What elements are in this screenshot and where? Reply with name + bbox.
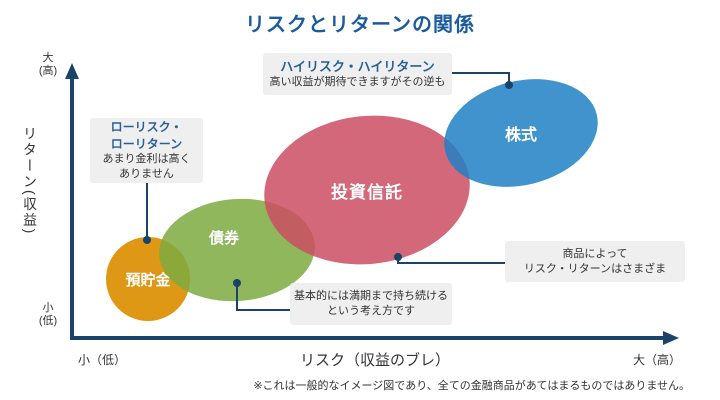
bubble-bonds-label: 債券 (208, 229, 240, 247)
callout-low-risk-body-line1: あまり金利は高く (102, 152, 191, 165)
callout-low-risk-heading-line1: ローリスク・ (110, 120, 183, 135)
callout-varies-by-product: 商品によって リスク・リターンはさまざま (505, 241, 685, 282)
callout-hold-line1: 基本的には満期まで持ち続ける (294, 290, 448, 303)
y-axis (65, 63, 79, 340)
callout-low-risk-body-line2: ありません (119, 167, 174, 180)
bubble-investment-trusts-label: 投資信託 (331, 182, 403, 202)
callout-hold-to-maturity: 基本的には満期まで持ち続ける という考え方です (290, 283, 452, 325)
callout-varies-line2: リスク・リターンはさまざま (523, 262, 667, 275)
bubble-deposits-label: 預貯金 (125, 271, 171, 289)
callout-low-risk-low-return: ローリスク・ ローリターン あまり金利は高く ありません (90, 118, 203, 183)
callout-high-risk-body: 高い収益が期待できますがその逆も (269, 76, 446, 89)
callout-low-risk-heading-line2: ローリターン (110, 136, 183, 151)
callout-varies-line1: 商品によって (562, 247, 628, 260)
bubble-stocks-label: 株式 (504, 127, 538, 145)
y-axis-high-label: 大 (高) (38, 52, 58, 78)
x-axis (70, 331, 679, 345)
callout-hold-line2: という考え方です (327, 305, 415, 317)
y-axis-title: リターン(収益) (22, 126, 38, 236)
page-title: リスクとリターンの関係 (245, 14, 475, 36)
callout-high-risk-heading: ハイリスク・ハイリターン (280, 58, 435, 74)
connector-low-risk (143, 183, 151, 244)
x-axis-title: リスク（収益のブレ） (299, 352, 450, 369)
footnote: ※これは一般的なイメージ図であり、全ての金融商品があてはまるものではありません。 (253, 380, 690, 392)
y-axis-low-label: 小 (低) (38, 302, 58, 328)
callout-high-risk-high-return: ハイリスク・ハイリターン 高い収益が期待できますがその逆も (263, 53, 452, 95)
x-axis-arrow-icon (663, 331, 679, 345)
x-axis-high-label: 大（高） (633, 353, 682, 367)
x-axis-low-label: 小（低） (78, 353, 127, 367)
